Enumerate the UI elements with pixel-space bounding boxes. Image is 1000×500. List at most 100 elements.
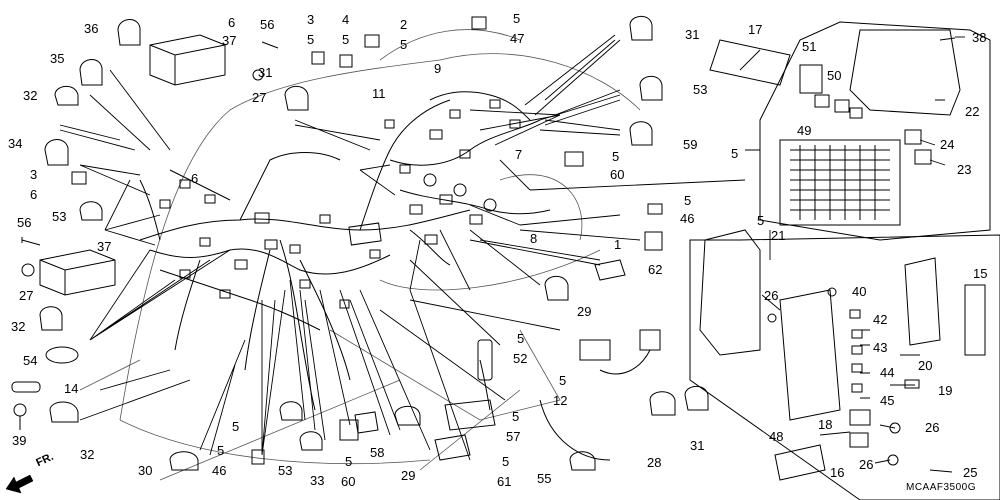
part-label: 36 (84, 21, 99, 36)
part-label: 14 (64, 381, 79, 396)
fuse-box-upper (709, 21, 991, 241)
part-label: 5 (612, 149, 620, 164)
harness-connectors (159, 99, 521, 309)
leader-lines (59, 34, 965, 464)
part-label: 1 (614, 237, 622, 252)
part-label: 6 (30, 187, 38, 202)
part-label: 5 (217, 443, 225, 458)
part-label: 34 (8, 136, 23, 151)
part-label: 32 (23, 88, 38, 103)
part-label: 11 (372, 86, 386, 101)
part-label: 56 (260, 17, 275, 32)
part-label: 6 (191, 171, 199, 186)
part-label: 5 (684, 193, 692, 208)
part-label: 21 (771, 228, 786, 243)
part-label: 40 (852, 284, 867, 299)
part-label: 26 (925, 420, 940, 435)
part-label: 5 (517, 331, 525, 346)
wire-harness (139, 91, 551, 411)
part-label: 61 (497, 474, 512, 489)
part-label: 6 (228, 15, 236, 30)
part-label: 23 (957, 162, 972, 177)
part-label: 46 (212, 463, 227, 478)
clamps-right (544, 15, 663, 301)
part-label: 9 (434, 61, 442, 76)
part-label: 27 (19, 288, 34, 303)
part-label: 48 (769, 429, 784, 444)
part-label: 30 (138, 463, 153, 478)
part-label: 3 (30, 167, 38, 182)
part-label: 50 (827, 68, 842, 83)
part-label: 60 (341, 474, 356, 489)
part-label: 52 (513, 351, 528, 366)
part-label: 18 (818, 417, 833, 432)
part-label: 31 (258, 65, 273, 80)
part-label: 26 (859, 457, 874, 472)
part-label: 2 (400, 17, 408, 32)
fuse-grid (779, 139, 901, 226)
part-label: 31 (690, 438, 705, 453)
left-parts (11, 16, 487, 471)
part-label: 53 (52, 209, 67, 224)
part-label: 58 (370, 445, 385, 460)
part-label: 33 (310, 473, 325, 488)
part-label: 31 (685, 27, 700, 42)
part-label: 12 (553, 393, 568, 408)
part-label: 4 (342, 12, 350, 27)
part-label: 8 (530, 231, 538, 246)
junction-box-lower (689, 37, 1000, 500)
part-label: 5 (400, 37, 408, 52)
part-label: 32 (80, 447, 95, 462)
part-label: 29 (577, 304, 592, 319)
part-label: 7 (515, 147, 523, 162)
vehicle-outline (79, 29, 641, 481)
part-label: 35 (50, 51, 65, 66)
part-label: 37 (97, 239, 112, 254)
part-label: 19 (938, 383, 953, 398)
part-label: 59 (683, 137, 698, 152)
part-label: 49 (797, 123, 812, 138)
part-label: 5 (757, 213, 765, 228)
part-label: 62 (648, 262, 663, 277)
part-label: 54 (23, 353, 38, 368)
part-label: 42 (873, 312, 888, 327)
part-label: 5 (342, 32, 350, 47)
part-label: 56 (17, 215, 32, 230)
part-label: 44 (880, 365, 895, 380)
part-label: 26 (764, 288, 779, 303)
part-label: 24 (940, 137, 955, 152)
part-label: 60 (610, 167, 625, 182)
part-label: 22 (965, 104, 980, 119)
part-label: 5 (232, 419, 240, 434)
part-label: 27 (252, 90, 267, 105)
part-label: 15 (973, 266, 988, 281)
part-label: 16 (830, 465, 845, 480)
part-label: 5 (345, 454, 353, 469)
diagram-code: MCAAF3500G (906, 482, 977, 493)
part-label: 37 (222, 33, 237, 48)
part-label: 5 (731, 146, 739, 161)
part-label: 5 (307, 32, 315, 47)
part-label: 53 (693, 82, 708, 97)
part-label: 25 (963, 465, 978, 480)
part-label: 17 (748, 22, 763, 37)
part-label: 39 (12, 433, 27, 448)
part-label: 43 (873, 340, 888, 355)
part-label: 46 (680, 211, 695, 226)
lower-parts (251, 329, 709, 471)
part-label: 57 (506, 429, 521, 444)
part-label: 5 (513, 11, 521, 26)
part-label: 29 (401, 468, 416, 483)
part-label: 5 (512, 409, 520, 424)
part-label: 20 (918, 358, 933, 373)
part-label: 3 (307, 12, 315, 27)
part-label: 32 (11, 319, 26, 334)
front-arrow-icon (5, 474, 34, 494)
part-label: 5 (559, 373, 567, 388)
part-label: 47 (510, 31, 525, 46)
part-label: 5 (502, 454, 510, 469)
part-label: 53 (278, 463, 293, 478)
part-label: 51 (802, 39, 817, 54)
